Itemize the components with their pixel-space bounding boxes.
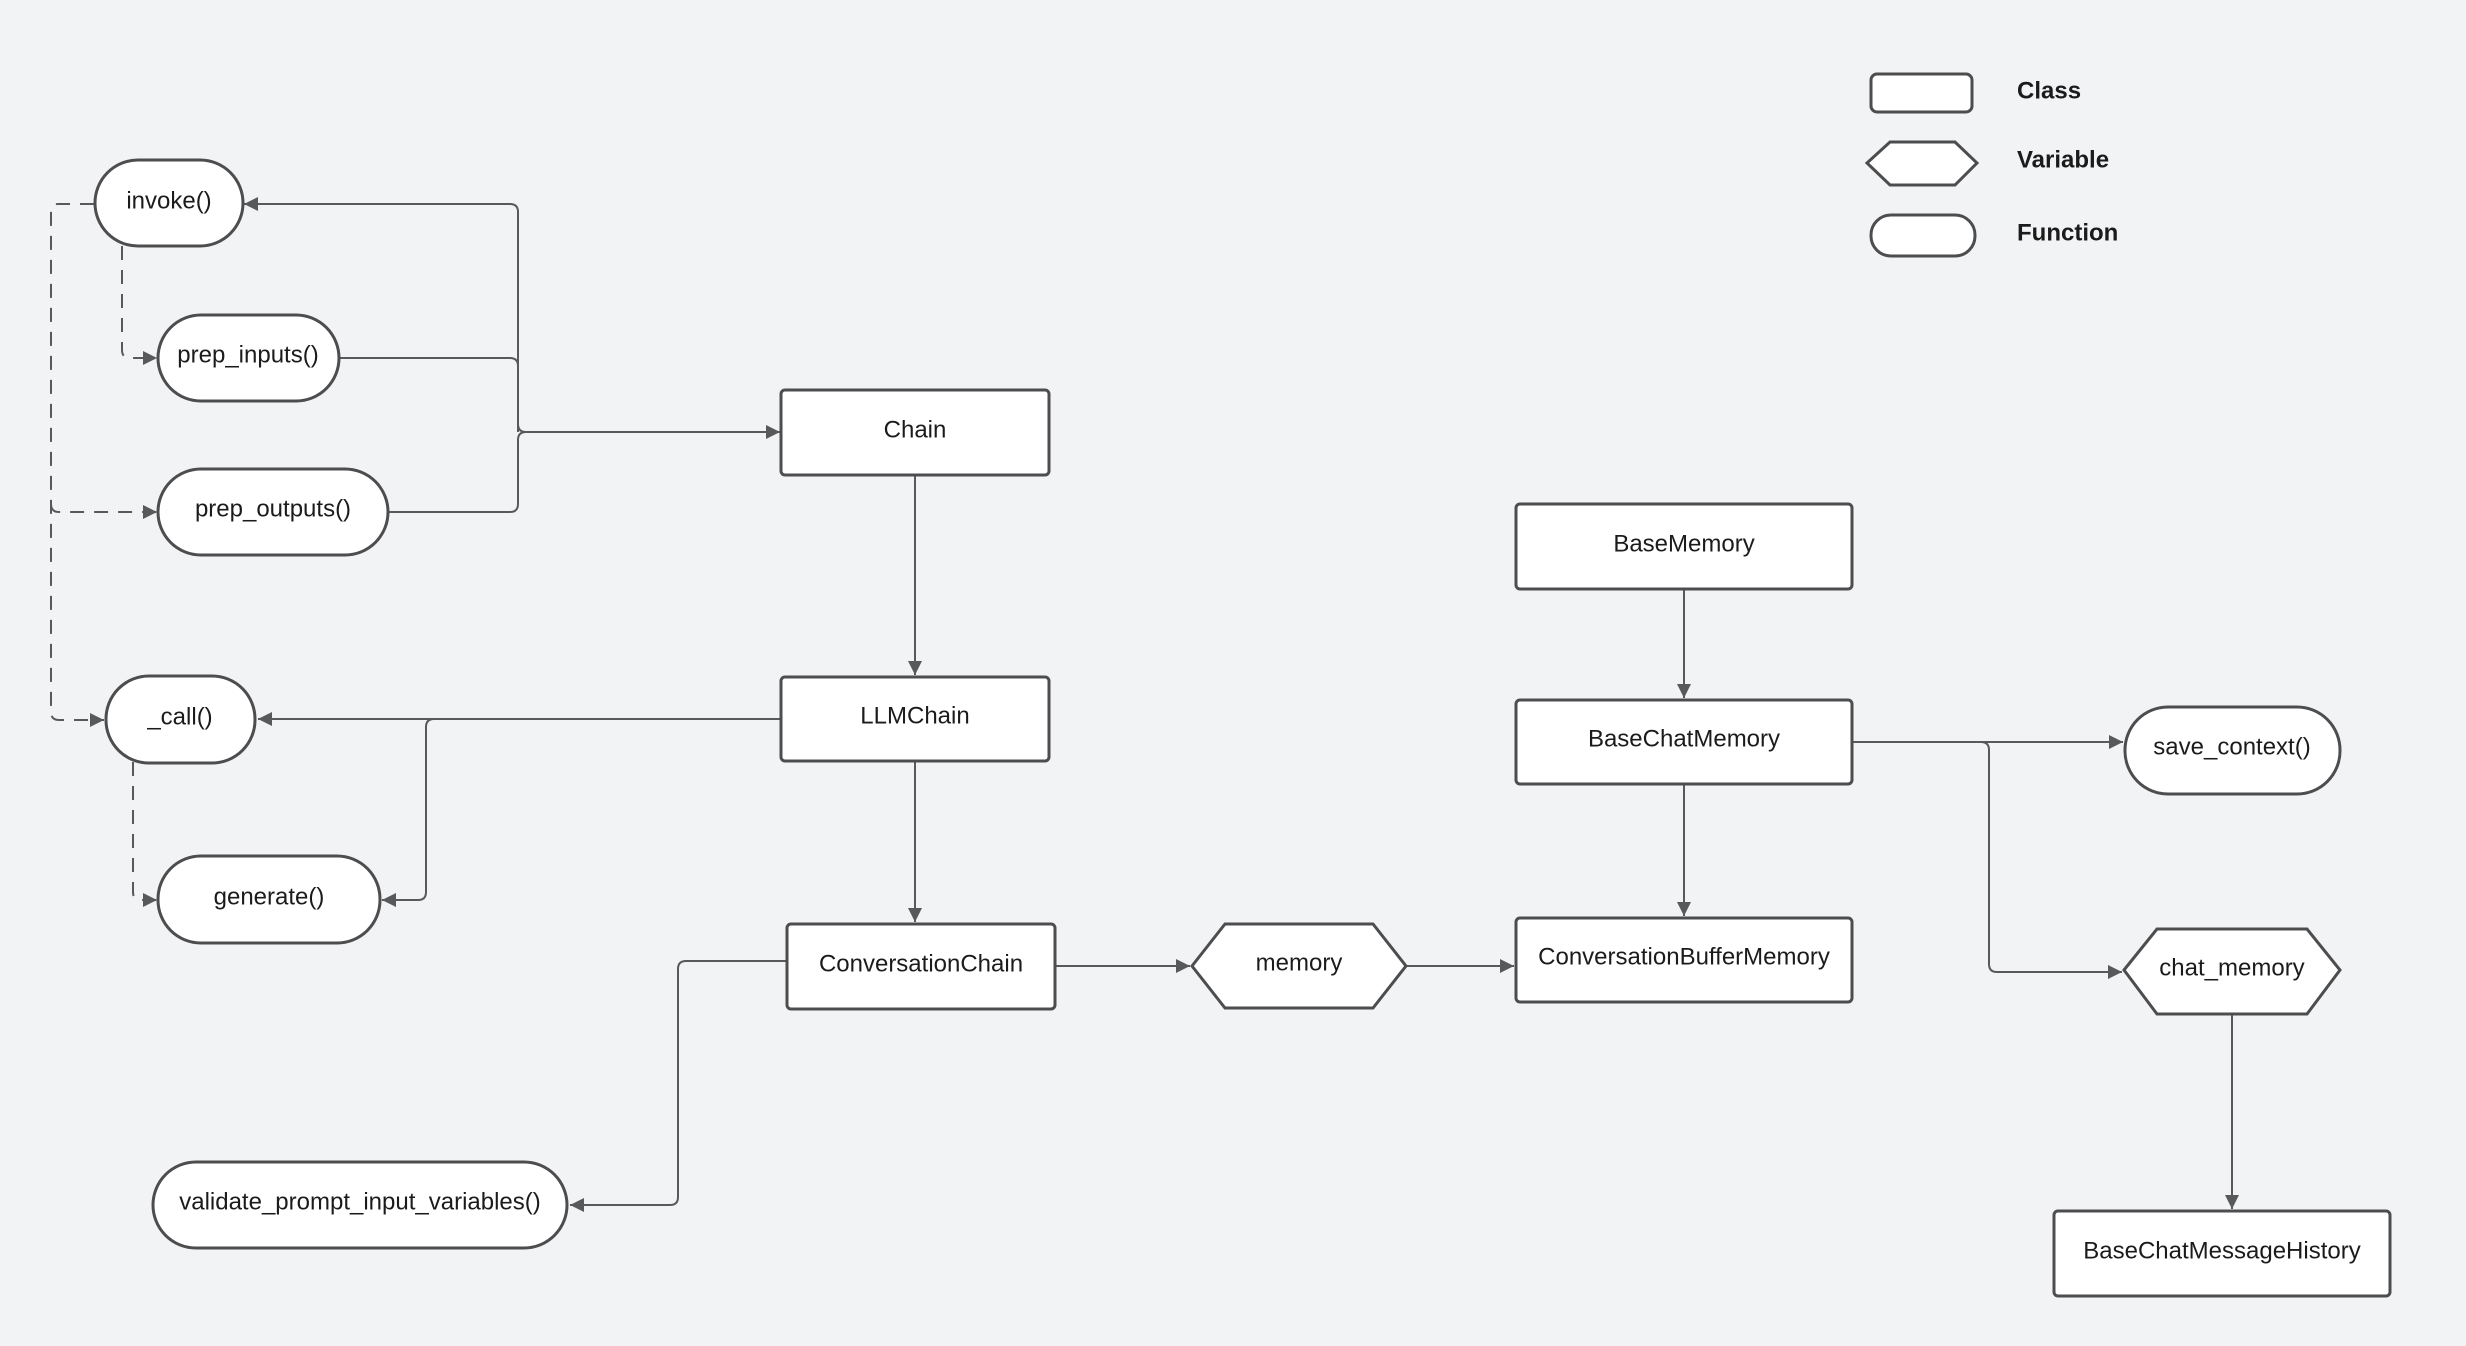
class-node-basechatmessagehistory[interactable]: BaseChatMessageHistory (2052, 1209, 2392, 1298)
legend-label-class: Class (2017, 77, 2081, 104)
node-label: save_context() (2153, 733, 2310, 760)
function-node-save-context[interactable]: save_context() (2123, 705, 2342, 796)
function-node-prep-inputs[interactable]: prep_inputs() (156, 313, 341, 403)
node-label: prep_outputs() (195, 495, 351, 522)
edge-prep-inputs-chain (340, 357, 780, 439)
variable-node-memory[interactable]: memory (1190, 922, 1408, 1010)
edge-chain-invoke (244, 197, 519, 432)
class-node-llmchain[interactable]: LLMChain (779, 675, 1051, 763)
node-label: BaseChatMemory (1588, 725, 1780, 752)
class-node-basechatmemory[interactable]: BaseChatMemory (1514, 698, 1854, 786)
node-label: generate() (214, 883, 325, 910)
node-label: BaseMemory (1613, 530, 1754, 557)
edge-invoke-prep-inputs (121, 246, 157, 365)
edge-prep-outputs-chain (388, 431, 527, 513)
function-node-call[interactable]: _call() (104, 674, 257, 765)
legend-class-swatch (1869, 72, 1974, 114)
variable-node-chat-memory[interactable]: chat_memory (2122, 927, 2342, 1016)
class-node-chain[interactable]: Chain (779, 388, 1051, 477)
edge-call-generate (132, 762, 157, 907)
legend-label-variable: Variable (2017, 146, 2109, 173)
class-node-conversationbuffermemory[interactable]: ConversationBufferMemory (1514, 916, 1854, 1004)
node-label: _call() (146, 703, 212, 730)
legend-function-swatch (1869, 213, 1977, 258)
node-label: LLMChain (860, 702, 969, 729)
node-label: validate_prompt_input_variables() (179, 1188, 541, 1215)
edge-conversationchain-validate (570, 960, 786, 1212)
legend-variable-swatch (1864, 140, 1980, 187)
edges (50, 197, 2239, 1212)
node-label: memory (1256, 949, 1343, 976)
node-label: chat_memory (2159, 954, 2304, 981)
edge-basechatmemory-chat-memory (1980, 741, 2122, 979)
legend: Class Variable Function (1864, 72, 2118, 258)
node-label: BaseChatMessageHistory (2083, 1237, 2360, 1264)
class-node-basememory[interactable]: BaseMemory (1514, 502, 1854, 591)
node-label: ConversationBufferMemory (1538, 943, 1830, 970)
node-label: Chain (884, 416, 947, 443)
legend-item-class: Class (1869, 72, 2081, 114)
function-node-validate-prompt-input-variables[interactable]: validate_prompt_input_variables() (151, 1160, 569, 1250)
node-label: prep_inputs() (177, 341, 318, 368)
node-label: ConversationChain (819, 950, 1023, 977)
legend-label-function: Function (2017, 219, 2118, 246)
function-node-generate[interactable]: generate() (156, 854, 382, 945)
function-node-prep-outputs[interactable]: prep_outputs() (156, 467, 390, 557)
class-node-conversationchain[interactable]: ConversationChain (785, 922, 1057, 1011)
legend-item-function: Function (1869, 213, 2118, 258)
legend-item-variable: Variable (1864, 140, 2109, 187)
edge-invoke-prep-outputs (50, 503, 157, 519)
function-node-invoke[interactable]: invoke() (93, 158, 245, 248)
edge-llmchain-generate (382, 718, 518, 907)
node-label: invoke() (126, 187, 211, 214)
edge-invoke-call (50, 203, 104, 727)
